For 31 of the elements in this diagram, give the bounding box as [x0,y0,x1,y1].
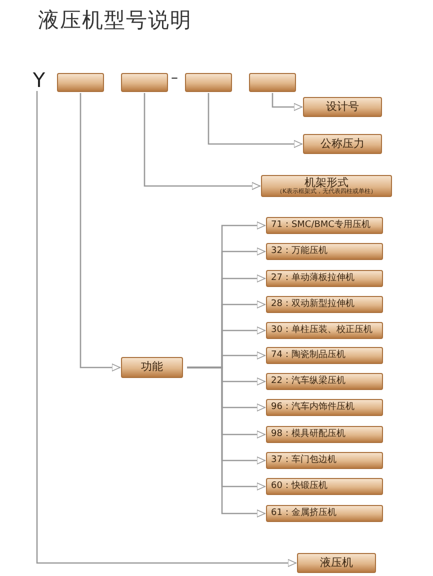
arrow [208,93,302,148]
meaning-box: 公称压力 [303,134,382,154]
function-code-box: 32：万能压机 [266,243,383,260]
arrow [272,93,302,112]
code-letter: Y [31,70,47,90]
code-slot-box [249,73,296,92]
function-code-box: 27：单动薄板拉伸机 [266,270,383,287]
function-code-box: 37：车门包边机 [266,452,383,469]
page-title: 液压机型号说明 [38,7,192,34]
function-code-box: 74：陶瓷制品压机 [266,347,383,364]
function-code-box: 96：汽车内饰件压机 [266,399,383,416]
function-code-box: 71：SMC/BMC专用压机 [266,217,383,234]
function-code-box: 98：模具研配压机 [266,426,383,443]
code-slot-box [121,73,168,92]
meaning-box: 设计号 [303,97,382,117]
function-code-box: 28：双动新型拉伸机 [266,296,383,313]
dash-symbol: – [171,70,178,86]
arrow [80,93,120,372]
arrow [144,93,260,190]
meaning-box: 功能 [121,357,183,378]
function-code-box: 30：单柱压装、校正压机 [266,322,383,339]
meaning-box: 液压机 [297,553,376,573]
box-heading: 机架形式 [304,176,348,189]
function-code-box: 61：金属挤压机 [266,505,383,522]
code-slot-box [185,73,232,92]
arrow [187,366,266,518]
meaning-box [261,175,392,197]
function-code-box: 60：快锻压机 [266,478,383,495]
code-slot-box [57,73,104,92]
arrow [36,91,296,568]
function-code-box: 22：汽车纵梁压机 [266,373,383,390]
